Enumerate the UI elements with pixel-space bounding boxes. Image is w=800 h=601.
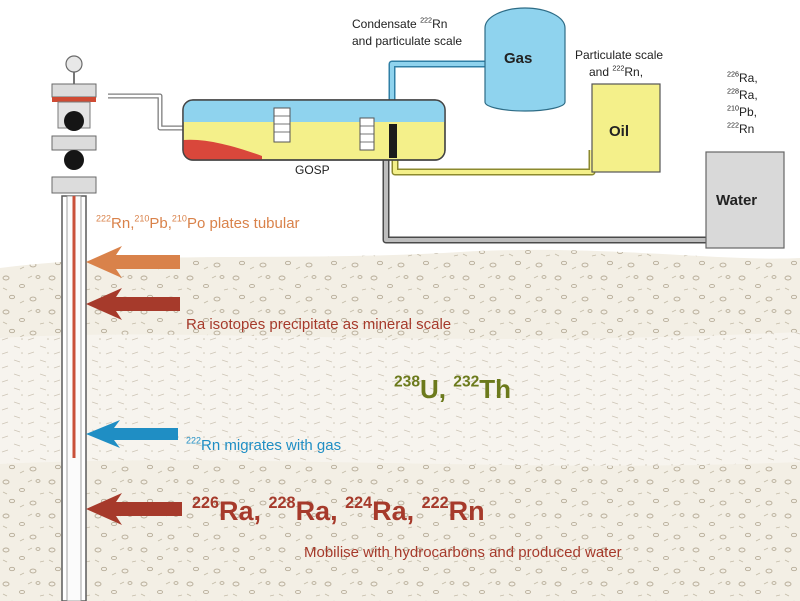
- arrow-ra-scale: [86, 288, 180, 320]
- arrow-plates: [86, 246, 180, 278]
- ra-mobilise-isotopes-label: 226Ra, 228Ra, 224Ra, 222Rn: [192, 493, 485, 526]
- oil-tank: [591, 83, 661, 173]
- gas-tank: [484, 7, 566, 112]
- water-tank: [705, 151, 785, 249]
- water-isotopes-label: 226Ra, 228Ra, 210Pb, 222Rn: [727, 69, 758, 136]
- arrow-left-icon: [86, 246, 182, 525]
- well-casing: [61, 195, 87, 601]
- oil-tank-label: Oil: [609, 123, 630, 140]
- arrow-ra-mobilise: [86, 493, 182, 525]
- water-tank-label: Water: [716, 192, 758, 209]
- separator-vessel-icon: [182, 99, 446, 161]
- uranium-thorium-label: 238U, 232Th: [394, 373, 512, 404]
- gas-tank-label: Gas: [504, 50, 533, 67]
- wellhead-icon: [51, 55, 97, 194]
- ra-scale-label: Ra isotopes precipitate as mineral scale: [186, 316, 452, 333]
- particulate-label: Particulate scale and 222Rn,: [575, 48, 664, 79]
- arrow-rn-gas: [86, 420, 178, 448]
- condensate-label: Condensate 222Rn and particulate scale: [352, 15, 463, 48]
- plates-tubular-label: 222Rn,210Pb,210Po plates tubular: [96, 213, 300, 232]
- rn-gas-label: 222Rn migrates with gas: [186, 435, 342, 454]
- gosp-label: GOSP: [295, 163, 330, 177]
- ra-mobilise-subtitle: Mobilise with hydrocarbons and produced …: [304, 544, 622, 561]
